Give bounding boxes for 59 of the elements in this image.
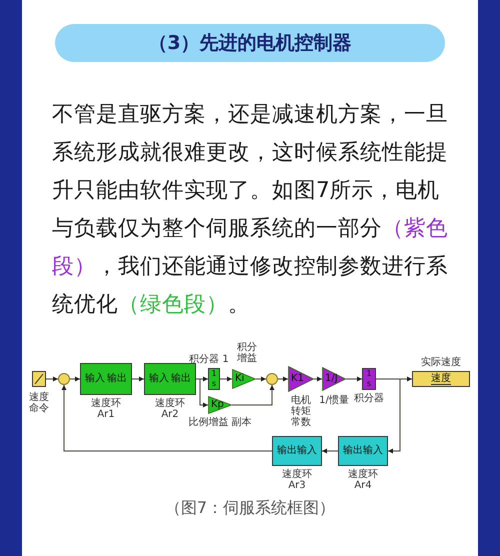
signal-arrow bbox=[46, 376, 58, 382]
gain-triangle bbox=[208, 396, 232, 414]
block-caption: 实际速度 bbox=[420, 357, 462, 368]
block-caption: 积分增益 bbox=[236, 342, 258, 364]
port-label: 输出 bbox=[277, 446, 297, 456]
block-caption: 积分器 1 bbox=[188, 354, 230, 365]
port-label: 输入 bbox=[85, 374, 105, 384]
subsystem-block bbox=[272, 436, 322, 466]
signal-arrow bbox=[132, 376, 144, 382]
signal-arrow bbox=[346, 376, 362, 382]
signal-arrow bbox=[256, 376, 266, 382]
port-label: 输出 bbox=[107, 374, 127, 384]
section-title: （3）先进的电机控制器 bbox=[55, 24, 445, 62]
block-label: Kp bbox=[211, 400, 224, 410]
block-label: s bbox=[366, 380, 372, 388]
signal-arrow bbox=[314, 376, 322, 382]
block-caption: 速度环 Ar3 bbox=[281, 469, 313, 491]
port-label: 输入 bbox=[149, 374, 169, 384]
block-caption: 比例增益 副本 bbox=[187, 417, 253, 428]
signal-arrow bbox=[278, 376, 288, 382]
sum-junction bbox=[266, 373, 278, 385]
block-label: 1 bbox=[211, 370, 217, 378]
signal-arrow bbox=[196, 378, 208, 408]
signal-arrow bbox=[62, 384, 272, 452]
ramp-source-block bbox=[32, 371, 46, 387]
figure-caption: （图7：伺服系统框图） bbox=[164, 498, 336, 519]
port-label: 输入 bbox=[363, 446, 383, 456]
signal-arrow bbox=[376, 378, 400, 454]
signal-arrow bbox=[220, 376, 232, 382]
block-caption: 积分器 bbox=[353, 393, 385, 404]
block-caption: 速度环 Ar4 bbox=[347, 469, 379, 491]
port-label: 输出 bbox=[171, 374, 191, 384]
integrator-block bbox=[362, 368, 376, 390]
gain-triangle bbox=[232, 369, 256, 389]
body-paragraph: 不管是直驱方案，还是减速机方案，一旦系统形成就很难更改，这时候系统性能提升只能由软件实现了。如图7所示，电机与负载仅为整个伺服系统的一部分（紫色段），我们还能通过修改控制参数进行系统优化（绿色段）。 bbox=[52, 101, 448, 319]
integrator-block bbox=[208, 368, 220, 390]
port-label: 输出 bbox=[343, 446, 363, 456]
gain-triangle bbox=[322, 367, 346, 391]
block-label: 1 bbox=[366, 370, 372, 378]
port-label: 输入 bbox=[297, 446, 317, 456]
block-label: s bbox=[212, 380, 216, 388]
block-label: 1/J bbox=[325, 374, 338, 384]
block-caption: 速度环 Ar2 bbox=[154, 398, 186, 420]
subsystem-block bbox=[144, 363, 196, 395]
block-label: K1 bbox=[291, 374, 304, 384]
signal-arrow bbox=[232, 384, 274, 406]
signal-arrow bbox=[322, 448, 338, 454]
signal-arrow bbox=[70, 376, 80, 382]
display-value: 速度 bbox=[431, 374, 451, 384]
subsystem-block bbox=[338, 436, 388, 466]
subsystem-block bbox=[80, 363, 132, 395]
block-caption: 速度命令 bbox=[29, 392, 49, 414]
block-caption: 电机转矩常数 bbox=[290, 395, 312, 428]
display-block bbox=[412, 371, 470, 387]
block-caption: 速度环 Ar1 bbox=[90, 398, 122, 420]
gain-triangle bbox=[288, 366, 314, 392]
sum-junction bbox=[58, 373, 70, 385]
block-caption: 1/惯量 bbox=[318, 395, 350, 406]
block-label: Ki bbox=[235, 374, 244, 384]
